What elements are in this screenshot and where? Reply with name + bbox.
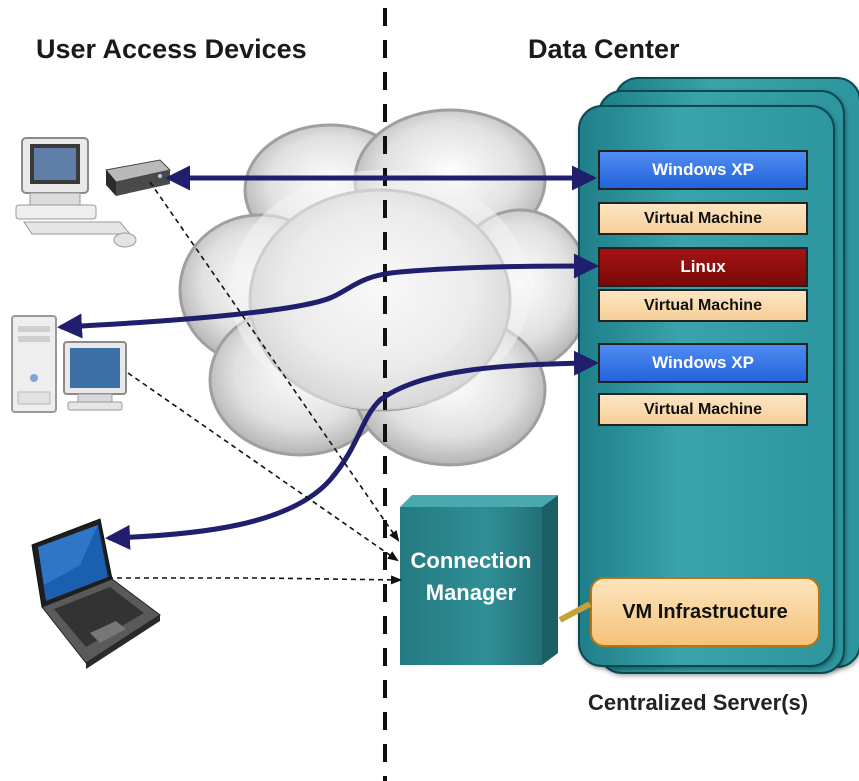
dashed-desktop-manager: [127, 372, 399, 562]
vm-infrastructure-box: VM Infrastructure: [590, 577, 820, 647]
vm2-virtual-machine-label: Virtual Machine: [598, 289, 808, 322]
connection-manager-line2: Manager: [425, 580, 517, 605]
vm1-os-label: Windows XP: [598, 150, 808, 190]
vm2-os-label: Linux: [598, 247, 808, 287]
vm3-virtual-machine-label: Virtual Machine: [598, 393, 808, 426]
server-card-front: [578, 105, 835, 667]
centralized-servers-caption: Centralized Server(s): [588, 690, 809, 715]
dashed-laptop-manager: [108, 575, 403, 585]
laptop-icon: [31, 518, 161, 669]
heading-user-access-devices: User Access Devices: [36, 34, 307, 64]
vm3-os-label: Windows XP: [598, 343, 808, 383]
dashed-thin-client-manager: [149, 181, 400, 542]
connection-manager-line1: Connection: [410, 548, 532, 573]
heading-data-center: Data Center: [528, 34, 680, 64]
vm1-virtual-machine-label: Virtual Machine: [598, 202, 808, 235]
arrow-desktop-vm2: [57, 253, 599, 339]
arrow-laptop-vm3: [105, 350, 599, 550]
thin-client-icon: [15, 137, 171, 248]
